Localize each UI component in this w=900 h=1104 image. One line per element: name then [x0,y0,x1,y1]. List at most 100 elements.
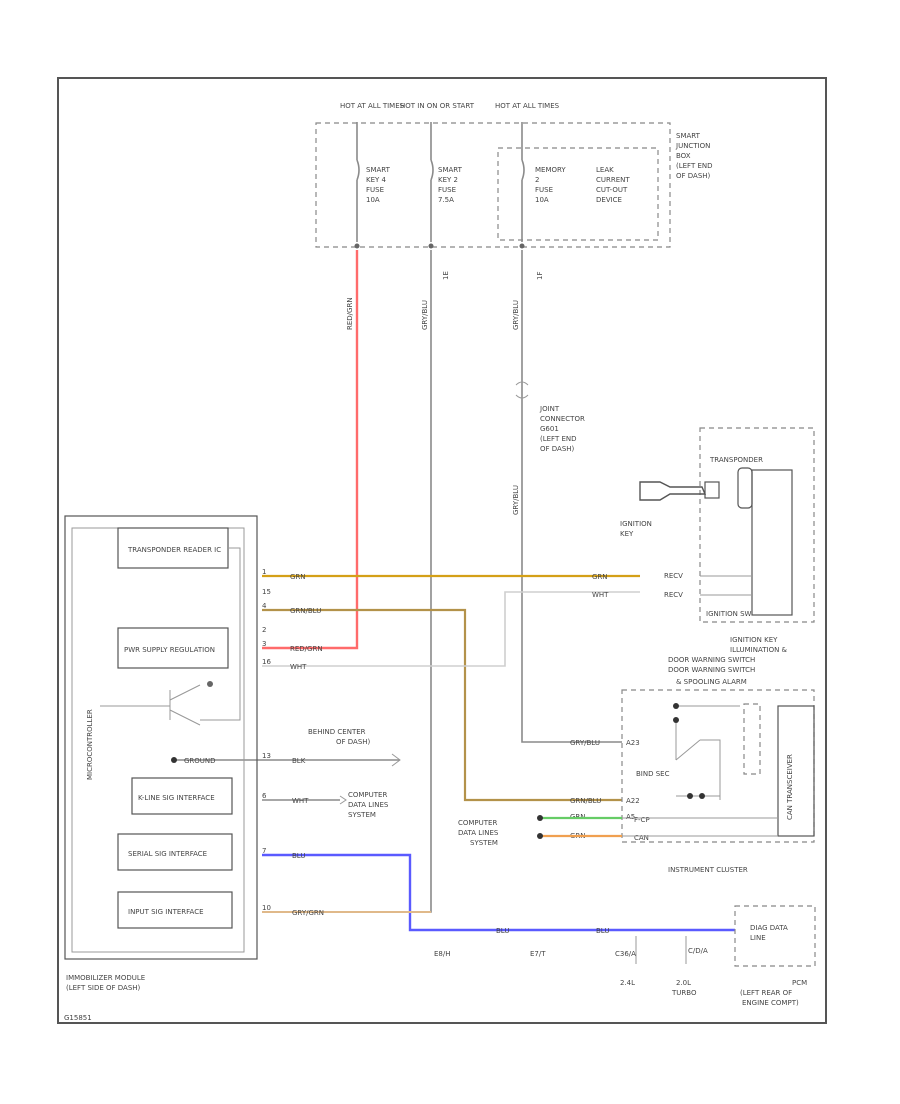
ground-node [171,757,177,763]
ignition-outline [699,427,815,623]
pin-10: 10 [262,904,271,912]
cluster-pin-a22: A22 [626,797,640,805]
block-serial [117,833,233,871]
wlabel-gry-blu: GRY/BLU [570,739,600,747]
can-transceiver-box [777,705,815,837]
joint-line-3: G601 [540,425,559,433]
dlc-conn-cda: C/D/A [688,947,708,955]
pin-4: 4 [262,602,267,610]
fuse-1-line-4: 10A [366,196,380,204]
diagram-frame [57,77,827,1024]
block-transponder-label: TRANSPONDER READER IC [127,546,221,554]
can-transceiver-label: CAN TRANSCEIVER [786,754,794,820]
pcm-dlc-1: DIAG DATA [750,924,788,932]
transistor-node [207,681,213,687]
wire-blu-serial [262,853,735,932]
source-label-1: HOT AT ALL TIMES [340,102,405,110]
transponder-label: TRANSPONDER [709,456,763,464]
cluster-switch-lines [675,705,740,800]
desc-line-4: DOOR WARNING SWITCH [668,666,755,674]
joint-line-2: CONNECTOR [540,415,585,423]
pcm-name-1: PCM [792,979,807,987]
fuse-3-line-2: 2 [535,176,539,184]
wlabel-grn-blu-2: GRN/BLU [570,797,601,805]
vlabel-gry-blu-2: GRY/BLU [512,300,520,330]
switch-name: IGNITION SW [706,610,752,618]
desc-line-2: ILLUMINATION & [730,646,788,654]
key-label-2: KEY [620,530,634,538]
desc-line-3: DOOR WARNING SWITCH [668,656,755,664]
fuse-2-line-3: FUSE [438,186,456,194]
conn-id-1f: 1F [536,272,544,280]
ground-arrow-icon [391,753,401,767]
joint-connector-symbol [515,381,529,399]
wlabel-wht-3: WHT [292,797,309,805]
source-label-2: HOT IN ON OR START [400,102,475,110]
cluster-node-4 [699,793,705,799]
source-label-3: HOT AT ALL TIMES [495,102,560,110]
engine-24l: 2.4L [620,979,635,987]
pcm-dlc-outline [734,905,816,967]
dlc-conn-e8h: E8/H [434,950,451,958]
pcm-dlc-2: LINE [750,934,766,942]
wire-gry-blu-1 [262,250,432,913]
immobilizer-inner [71,527,245,953]
wire-gry-blu-2 [521,250,622,743]
fuse-2-line-4: 7.5A [438,196,454,204]
cluster-node-3 [687,793,693,799]
wlabel-blu-1: BLU [292,852,305,860]
fuse-2-line-1: SMART [438,166,463,174]
desc-line-5: & SPOOLING ALARM [676,678,747,686]
block-input [117,891,233,929]
transistor-symbol [100,684,201,726]
fuse-1-line-2: KEY 4 [366,176,387,184]
immobilizer-module: TRANSPONDER READER IC PWR SUPPLY REGULAT… [64,515,271,992]
cluster-name: INSTRUMENT CLUSTER [668,866,748,874]
cdl-right-2: DATA LINES [458,829,499,837]
cdl-right-3: SYSTEM [470,839,498,847]
vlabel-gry-blu-1: GRY/BLU [421,300,429,330]
cluster-can-lines [622,817,778,837]
cluster-inner-dash [743,703,761,775]
wlabel-wht-1: WHT [592,591,609,599]
pin-1: 1 [262,568,266,576]
conn-id-1e: 1E [442,271,450,280]
device-line-4: DEVICE [596,196,622,204]
fuse-2-line-2: KEY 2 [438,176,458,184]
fuse-3-symbol [521,122,525,242]
pin-7: 7 [262,847,266,855]
block-input-label: INPUT SIG INTERFACE [128,908,204,916]
desc-line-1: IGNITION KEY [730,636,778,644]
vlabel-gry-blu-3: GRY/BLU [512,485,520,515]
engine-turbo: TURBO [671,989,697,997]
ground-note-2: OF DASH) [336,738,371,746]
joint-line-4: (LEFT END [540,435,577,443]
vlabel-red-grn: RED/GRN [346,297,354,330]
box-name-3: BOX [676,152,691,160]
immobilizer-outline [64,515,258,960]
cdl-left-3: SYSTEM [348,811,376,819]
engine-20l: 2.0L [676,979,691,987]
cluster-inner-label: BIND SEC [636,770,670,778]
cluster-pin-a23: A23 [626,739,640,747]
pin-13: 13 [262,752,271,760]
switch-pin-2: RECV [664,591,683,599]
pcm-name-2: (LEFT REAR OF [740,989,792,997]
cluster-node-2 [673,717,679,723]
footer-code: G15851 [64,1014,92,1022]
fuse-1-line-1: SMART [366,166,391,174]
pin-15: 15 [262,588,271,596]
dlc-conn-e7t: E7/T [530,950,546,958]
wlabel-wht-2: WHT [290,663,307,671]
cluster-node-1 [673,703,679,709]
ignition-switch: TRANSPONDER IGNITION KEY IGNITION SW REC… [620,427,815,686]
switch-inner-lines [700,575,752,596]
wire-wht [262,591,640,667]
device-line-2: CURRENT [596,176,630,184]
dlc-conn-c36a: C36/A [615,950,636,958]
block-pwr-label: PWR SUPPLY REGULATION [124,646,215,654]
cluster-outline [621,689,815,843]
internal-bus [200,547,241,721]
key-head [704,481,720,499]
